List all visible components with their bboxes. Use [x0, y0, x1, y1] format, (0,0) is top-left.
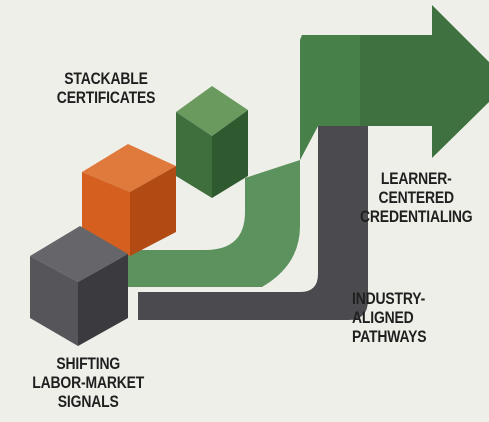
label-line: CENTERED [378, 188, 455, 207]
gray-cube [30, 226, 128, 346]
label-line: LABOR-MARKET [32, 373, 145, 392]
label-line: INDUSTRY- [352, 289, 426, 308]
label-learner-centered-credentialing: LEARNER- CENTERED CREDENTIALING [360, 169, 473, 226]
label-shifting-labor-market-signals: SHIFTING LABOR-MARKET SIGNALS [32, 354, 144, 411]
label-line: CERTIFICATES [56, 88, 156, 107]
label-stackable-certificates: STACKABLE CERTIFICATES [56, 69, 156, 107]
label-line: SHIFTING [56, 354, 121, 373]
label-line: LEARNER- [380, 169, 452, 188]
label-line: SIGNALS [57, 392, 119, 411]
label-line: STACKABLE [64, 69, 148, 88]
label-industry-aligned-pathways: INDUSTRY- ALIGNED PATHWAYS [352, 289, 427, 346]
label-line: PATHWAYS [352, 327, 427, 346]
green-cube [176, 86, 248, 198]
green-path [120, 160, 300, 287]
green-arrow-fade [300, 35, 360, 160]
label-line: ALIGNED [352, 308, 414, 327]
label-line: CREDENTIALING [360, 207, 473, 226]
